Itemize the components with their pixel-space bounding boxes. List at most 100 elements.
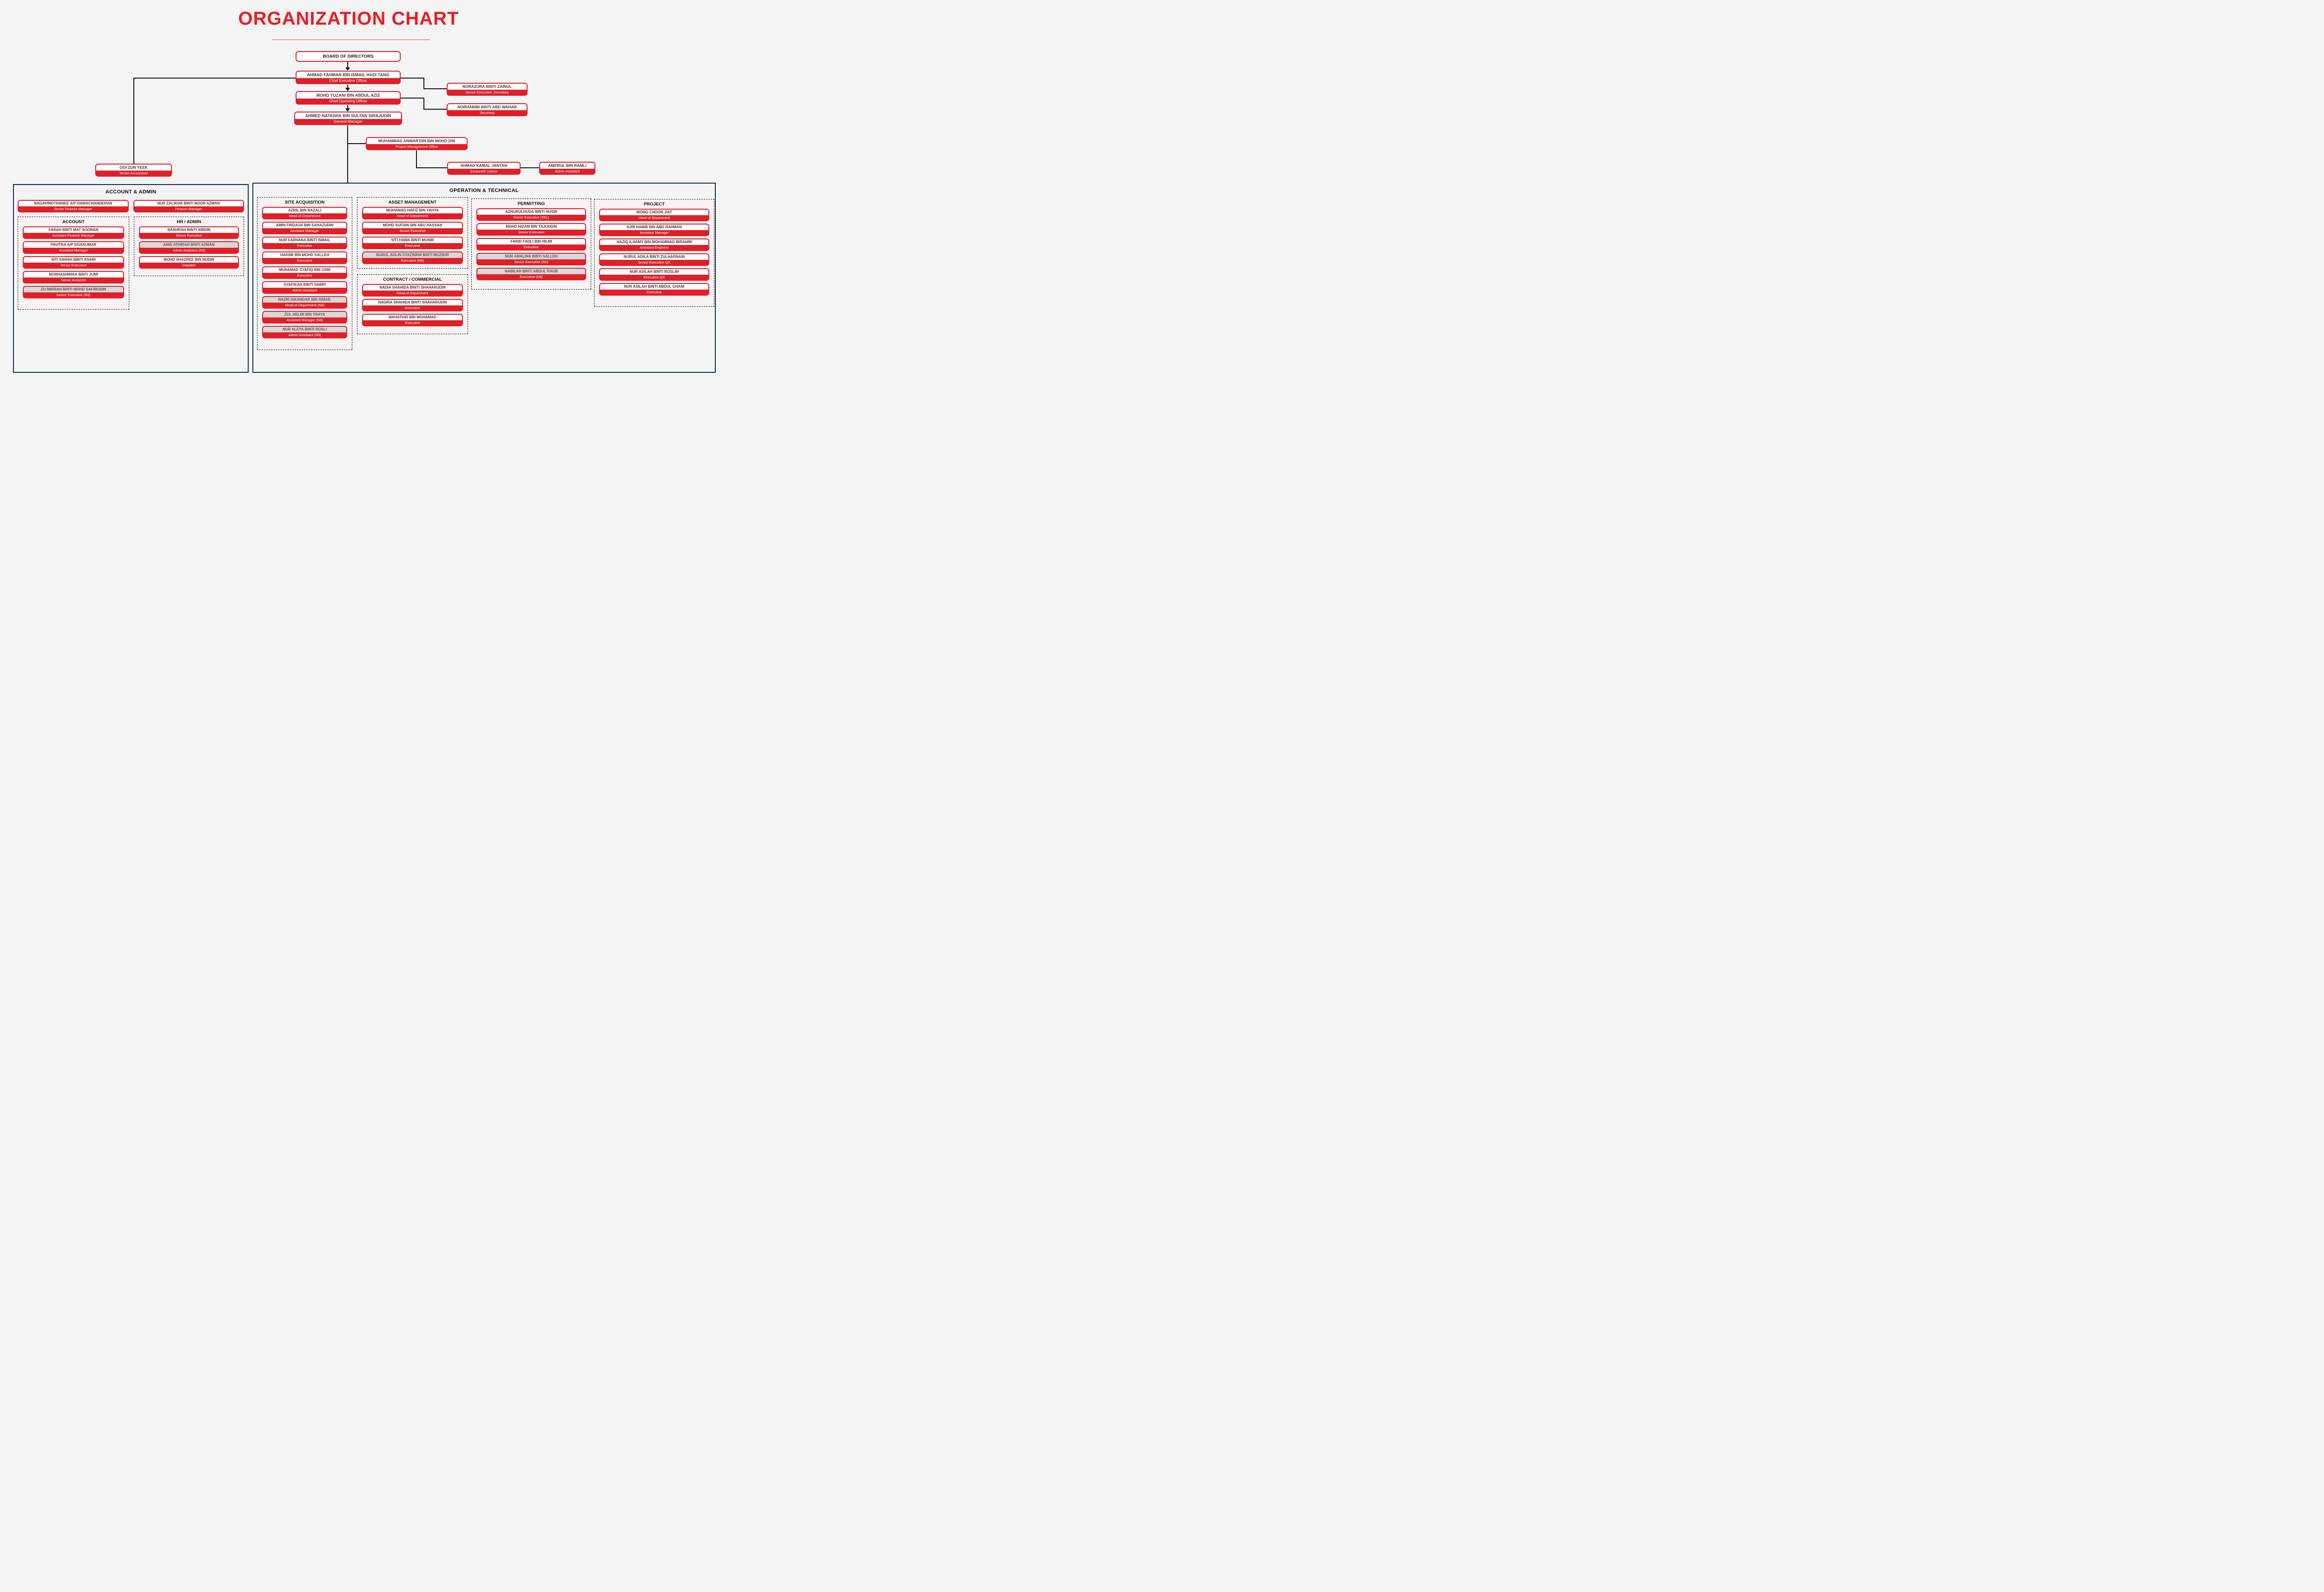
person-role: Senior Executive (N9): [514, 260, 548, 264]
person-role: Senior Executive, Secretary: [465, 90, 509, 94]
connector-line: [416, 167, 447, 168]
org-chart-canvas: ORGANIZATION CHART BOARD OF DIRECTORS AH…: [0, 0, 729, 382]
group-title: ACCOUNT: [62, 219, 85, 225]
person-role: General Manager: [333, 119, 363, 124]
person-name: NURUL ADLIN SYAZWANI BINTI MUZIKIR: [363, 252, 462, 258]
person-role: Executive: [405, 306, 420, 310]
connector-line: [423, 88, 447, 89]
person-name: AMIN FIRDAUS BIN SAHAZUDIN: [263, 223, 346, 228]
person-role: Executive: [523, 245, 539, 249]
person-role: Senior Executive: [176, 233, 202, 238]
person-name: NUR ALEYA BINTI ROSLI: [263, 327, 346, 332]
person-role: Admin Assistant: [292, 288, 317, 292]
senior-accountant-card: OOI ZUN YEEK Senior Accountant: [95, 164, 172, 177]
connector-line: [133, 78, 296, 79]
liaison-assistant-card: AMERUL BIN RAMLI Admin Assistant: [539, 162, 595, 175]
person-name: NASHRAH BINTI ABIDIN: [140, 227, 238, 233]
person-role: Finance Manager: [175, 207, 202, 211]
person-name: NADIRA SHAHIDA BINTI SHAHARUDIN: [363, 300, 462, 305]
person-role: Head of Department (N9): [285, 303, 324, 307]
person-name: MUHAMAD SYAFIQ BIN USRI: [263, 267, 346, 273]
person-role: Executive: [647, 290, 662, 294]
connector-line: [521, 167, 539, 168]
person-role: Head of Department: [638, 216, 670, 220]
person-name: NAGAVINOTHANEE A/P RAMACHANDERAN: [19, 201, 128, 206]
connector-line: [347, 143, 366, 144]
person-name: NORAZURA BINTI ZAINUL: [448, 84, 527, 90]
connector-line: [133, 78, 134, 164]
person-name: NUR ZALIKHA BINTI NOOR AZMAN: [134, 201, 243, 206]
secretary1-card: NORAZURA BINTI ZAINUL Senior Executive, …: [447, 83, 528, 96]
connector-line: [347, 105, 348, 109]
group-title: HR / ADMIN: [177, 219, 201, 225]
person-role: Senior Accountant: [119, 171, 148, 175]
person-role: Executive: [297, 244, 312, 248]
coo-card: MOHD YUZANI BIN ABDUL AZIZ Chief Operati…: [296, 91, 401, 105]
connector-line: [423, 78, 424, 89]
person-role: Senior Executive (SEL): [513, 215, 549, 219]
person-role: Executive (N9): [520, 275, 543, 279]
person-name: NORHABIBI BINTI ABD WAHAB: [448, 104, 527, 110]
connector-line: [423, 109, 447, 110]
gm-card: AHMED NATASHA BIN SULTAN SIRAJUDIN Gener…: [294, 112, 402, 125]
person-name: SYAFIKAH BINTI SABRI: [263, 282, 346, 288]
person-role: Assistant Manager: [59, 248, 88, 252]
person-name: MAHATHIR BIN MOHAMAD: [363, 315, 462, 320]
connector-line: [401, 78, 423, 79]
person-name: ZU MIRRAH BINTI MOHD SAFIRUDIN: [24, 287, 123, 292]
person-role: Senior Assistant: [61, 278, 86, 282]
person-name: MOHD NIZAM BIN TAJUDDIN: [477, 224, 585, 230]
person-name: MOHD SHAZREE BIN NODIN: [140, 257, 238, 263]
person-name: MOHD SUFIAN BIN ABU HASSAN: [363, 223, 462, 228]
group-title: CONTRACT / COMMERCIAL: [383, 277, 442, 282]
connector-line: [347, 62, 348, 68]
person-role: Secretary: [479, 111, 495, 115]
person-role: Executive: [297, 258, 312, 263]
connector-line: [416, 151, 417, 168]
person-role: Senior Executive: [518, 230, 545, 234]
arrow-down-icon: [345, 108, 350, 112]
connector-line: [347, 85, 348, 88]
person-role: Corporate Liaison: [470, 169, 498, 173]
group-title: PERMITTING: [517, 201, 545, 206]
person-role: Chief Executive Officer: [329, 79, 367, 83]
person-name: AMERUL BIN RAMLI: [540, 163, 594, 169]
person-name: SITI SARAH BINTI ASARI: [24, 257, 123, 263]
person-name: NURUL ADILA BINTI ZULHARNAIN: [600, 254, 708, 260]
person-role: Executive QS: [643, 275, 665, 279]
person-role: Executive: [405, 244, 420, 248]
person-name: AHMED NATASHA BIN SULTAN SIRAJUDIN: [295, 112, 401, 119]
person-role: Assistant Engineer: [640, 245, 669, 250]
person-name: ANIS ATHIRAH BINTI AZMAN: [140, 242, 238, 248]
person-role: Head of Department: [396, 214, 429, 218]
person-name: AZNURULHUDA BINTI HUSIN: [477, 209, 585, 215]
person-role: Executive (N9): [401, 258, 424, 263]
group-title: PROJECT: [644, 202, 665, 207]
person-name: NABILAH BINTI ABDUL RAUB: [477, 269, 585, 274]
arrow-down-icon: [345, 67, 350, 71]
person-role: Head of Department: [289, 214, 321, 218]
